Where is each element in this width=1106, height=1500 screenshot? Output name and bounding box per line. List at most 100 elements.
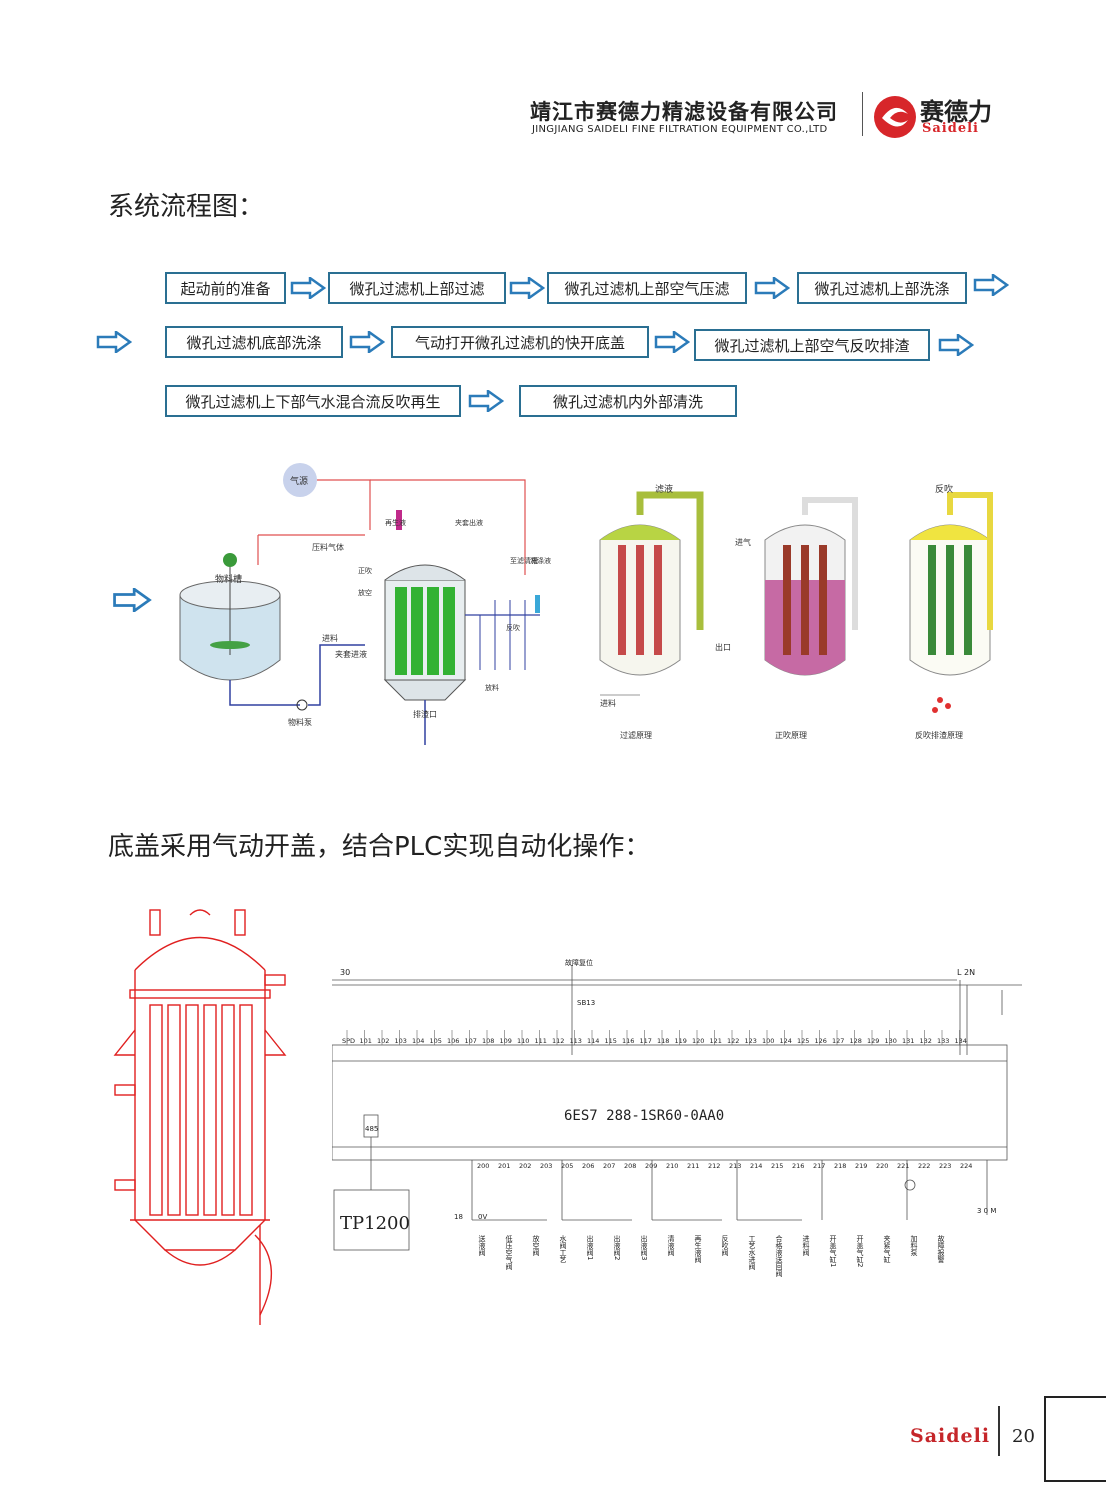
plc-input-terminal: 134: [955, 1037, 967, 1045]
svg-text:18: 18: [454, 1213, 463, 1221]
svg-text:过滤原理: 过滤原理: [620, 730, 652, 740]
footer-brand: Saideli: [910, 1425, 991, 1447]
plc-output-label: 放空阀: [532, 1234, 540, 1257]
plc-input-terminal: 103: [395, 1037, 407, 1045]
svg-text:反吹排渣原理: 反吹排渣原理: [915, 730, 963, 740]
plc-input-terminal: 102: [377, 1037, 389, 1045]
plc-output-label: 开盖气缸2: [856, 1235, 864, 1267]
company-logo-icon: [872, 94, 918, 140]
svg-text:进料: 进料: [322, 633, 338, 643]
plc-output-terminal: 202: [519, 1162, 531, 1170]
plc-input-terminal: 117: [640, 1037, 652, 1045]
plc-input-terminal: 125: [797, 1037, 809, 1045]
plc-output-label: 加料泵: [910, 1234, 918, 1256]
svg-text:3 0 M: 3 0 M: [977, 1207, 996, 1215]
plc-input-terminal: 111: [535, 1037, 547, 1045]
svg-text:排渣口: 排渣口: [413, 709, 437, 719]
plc-input-terminal: 106: [447, 1037, 459, 1045]
plc-input-terminal: 120: [692, 1037, 704, 1045]
section-title-flow: 系统流程图：: [108, 192, 265, 222]
svg-text:放料: 放料: [485, 683, 499, 692]
flow-step-5: 微孔过滤机底部洗涤: [165, 326, 343, 358]
hmi-port-label: 485: [365, 1125, 378, 1133]
plc-output-terminal: 224: [960, 1162, 972, 1170]
flow-arrow-icon: [290, 277, 326, 299]
plc-output-label: 工艺水进阀: [748, 1235, 756, 1271]
plc-input-terminal: 110: [517, 1037, 529, 1045]
flow-step-9: 微孔过滤机内外部清洗: [519, 385, 737, 417]
svg-text:反吹: 反吹: [506, 623, 520, 632]
plc-input-terminal: 129: [867, 1037, 879, 1045]
plc-input-terminal: 107: [465, 1037, 477, 1045]
svg-text:物料槽: 物料槽: [215, 573, 242, 585]
flow-step-4: 微孔过滤机上部洗涤: [797, 272, 967, 304]
logo-text-cn: 赛德力: [920, 98, 992, 126]
flow-arrow-icon: [509, 277, 545, 299]
filter-principle-diagram: 滤液 出口 进料 过滤原理 进气 正吹原理 反吹 反吹排渣原理: [580, 470, 1010, 755]
plc-input-terminal: 105: [430, 1037, 442, 1045]
plc-input-terminal: 128: [850, 1037, 862, 1045]
plc-output-terminal: 223: [939, 1162, 951, 1170]
plc-output-terminal: 222: [918, 1162, 930, 1170]
company-name-en: JINGJIANG SAIDELI FINE FILTRATION EQUIPM…: [532, 124, 828, 135]
flow-arrow-icon: [654, 331, 690, 353]
plc-input-terminal: 124: [780, 1037, 792, 1045]
svg-text:30: 30: [340, 968, 350, 977]
svg-text:再生液: 再生液: [385, 518, 406, 527]
vessel-drawing: [110, 905, 310, 1330]
plc-input-terminal: 119: [675, 1037, 687, 1045]
plc-output-label: 夹紧气缸: [883, 1234, 891, 1263]
plc-input-terminal: 115: [605, 1037, 617, 1045]
svg-text:出口: 出口: [715, 642, 731, 652]
plc-model-label: 6ES7 288-1SR60-0AA0: [564, 1108, 724, 1124]
plc-input-terminal: 116: [622, 1037, 634, 1045]
flow-step-6: 气动打开微孔过滤机的快开底盖: [391, 326, 649, 358]
plc-output-label: 开盖气缸1: [829, 1235, 837, 1267]
svg-text:压料气体: 压料气体: [312, 542, 344, 552]
plc-output-terminal: 200: [477, 1162, 489, 1170]
plc-output-terminal: 221: [897, 1162, 909, 1170]
plc-output-label: 水阀工艺: [559, 1234, 567, 1263]
plc-output-label: 进料阀: [802, 1235, 810, 1257]
flow-arrow-icon: [349, 331, 385, 353]
header-divider: [862, 92, 863, 136]
plc-output-terminal: 218: [834, 1162, 846, 1170]
plc-output-terminal: 211: [687, 1162, 699, 1170]
plc-output-terminal: 220: [876, 1162, 888, 1170]
process-flow-diagram: 气源 物料槽 物料泵 进料 夹套进液 压料气体: [170, 455, 560, 755]
svg-text:洗涤液: 洗涤液: [530, 556, 551, 565]
plc-output-terminal: 210: [666, 1162, 678, 1170]
svg-text:滤液: 滤液: [655, 483, 673, 495]
svg-text:夹套进液: 夹套进液: [335, 649, 367, 659]
page-number: 20: [1012, 1426, 1035, 1447]
svg-text:进气: 进气: [735, 537, 751, 547]
flow-step-8: 微孔过滤机上下部气水混合流反吹再生: [165, 385, 461, 417]
flow-arrow-icon: [96, 331, 132, 353]
logo-text-en: Saideli: [922, 121, 979, 136]
flow-step-3: 微孔过滤机上部空气压滤: [547, 272, 747, 304]
plc-input-terminal: 114: [587, 1037, 599, 1045]
svg-text:L 2N: L 2N: [957, 968, 975, 977]
svg-text:反吹: 反吹: [935, 483, 953, 495]
plc-input-terminal: 131: [902, 1037, 914, 1045]
plc-input-terminal: 101: [360, 1037, 372, 1045]
plc-output-label: 出液阀1: [586, 1234, 594, 1260]
plc-output-terminal: 207: [603, 1162, 615, 1170]
flow-arrow-icon: [938, 334, 974, 356]
plc-input-terminal: 133: [937, 1037, 949, 1045]
plc-input-terminal: 100: [762, 1037, 774, 1045]
svg-text:放空: 放空: [358, 588, 372, 597]
svg-text:夹套出液: 夹套出液: [455, 518, 483, 527]
plc-output-label: 送液阀: [478, 1234, 486, 1257]
plc-output-label: 再生液阀: [694, 1235, 702, 1264]
svg-text:0V: 0V: [478, 1213, 487, 1221]
svg-text:进料: 进料: [600, 698, 616, 708]
svg-text:物料泵: 物料泵: [288, 717, 312, 727]
flow-step-2: 微孔过滤机上部过滤: [328, 272, 506, 304]
plc-input-terminal: 104: [412, 1037, 424, 1045]
plc-input-terminal: 121: [710, 1037, 722, 1045]
plc-input-terminal: 123: [745, 1037, 757, 1045]
plc-output-terminal: 214: [750, 1162, 762, 1170]
footer-divider: [998, 1406, 1000, 1456]
flow-step-7: 微孔过滤机上部空气反吹排渣: [694, 329, 930, 361]
